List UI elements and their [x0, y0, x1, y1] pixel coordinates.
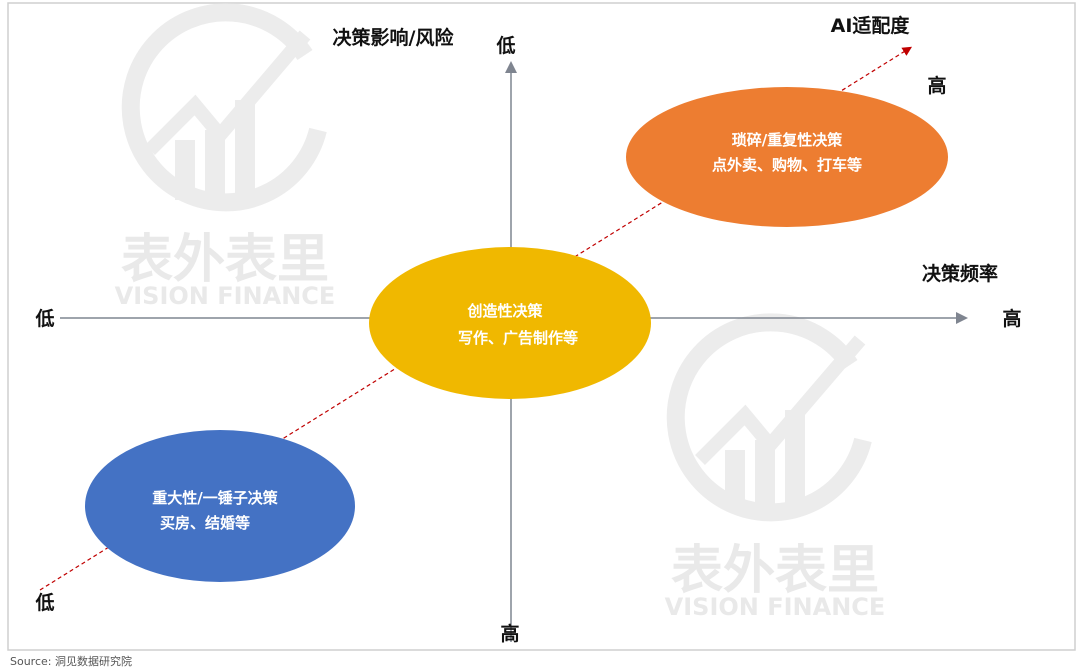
vertical-axis-top-label: 低	[495, 34, 515, 57]
vertical-axis-bottom-label: 高	[500, 622, 519, 645]
source-note: Source: 洞见数据研究院	[10, 655, 132, 668]
ellipse-creative-decisions: 创造性决策 写作、广告制作等	[369, 247, 651, 399]
svg-text:琐碎/重复性决策: 琐碎/重复性决策	[732, 131, 843, 149]
svg-text:重大性/一锤子决策: 重大性/一锤子决策	[152, 489, 278, 507]
svg-text:买房、结婚等: 买房、结婚等	[160, 514, 250, 532]
watermark-en: VISION FINANCE	[665, 593, 886, 621]
svg-text:写作、广告制作等: 写作、广告制作等	[458, 329, 578, 347]
horizontal-axis-right-label: 高	[1002, 307, 1021, 330]
watermark-cn: 表外表里	[671, 541, 879, 601]
horizontal-axis-left-label: 低	[34, 307, 54, 330]
watermark-cn: 表外表里	[121, 230, 329, 290]
watermark-en: VISION FINANCE	[115, 282, 336, 310]
vertical-axis-title: 决策影响/风险	[333, 26, 455, 49]
watermark-logo-1: 表外表里 VISION FINANCE	[115, 3, 336, 310]
horizontal-axis-title: 决策频率	[922, 262, 998, 285]
svg-text:点外卖、购物、打车等: 点外卖、购物、打车等	[712, 156, 862, 174]
diagonal-axis-title: AI适配度	[831, 14, 911, 37]
diagonal-axis-high-label: 高	[927, 74, 946, 97]
ellipse-major-decisions: 重大性/一锤子决策 买房、结婚等	[85, 430, 355, 582]
diagonal-axis-low-label: 低	[34, 591, 54, 614]
ellipse-trivial-decisions: 琐碎/重复性决策 点外卖、购物、打车等	[626, 87, 948, 227]
frame	[7, 2, 1076, 651]
svg-text:创造性决策: 创造性决策	[466, 302, 543, 320]
watermark-logo-2: 表外表里 VISION FINANCE	[665, 313, 886, 621]
